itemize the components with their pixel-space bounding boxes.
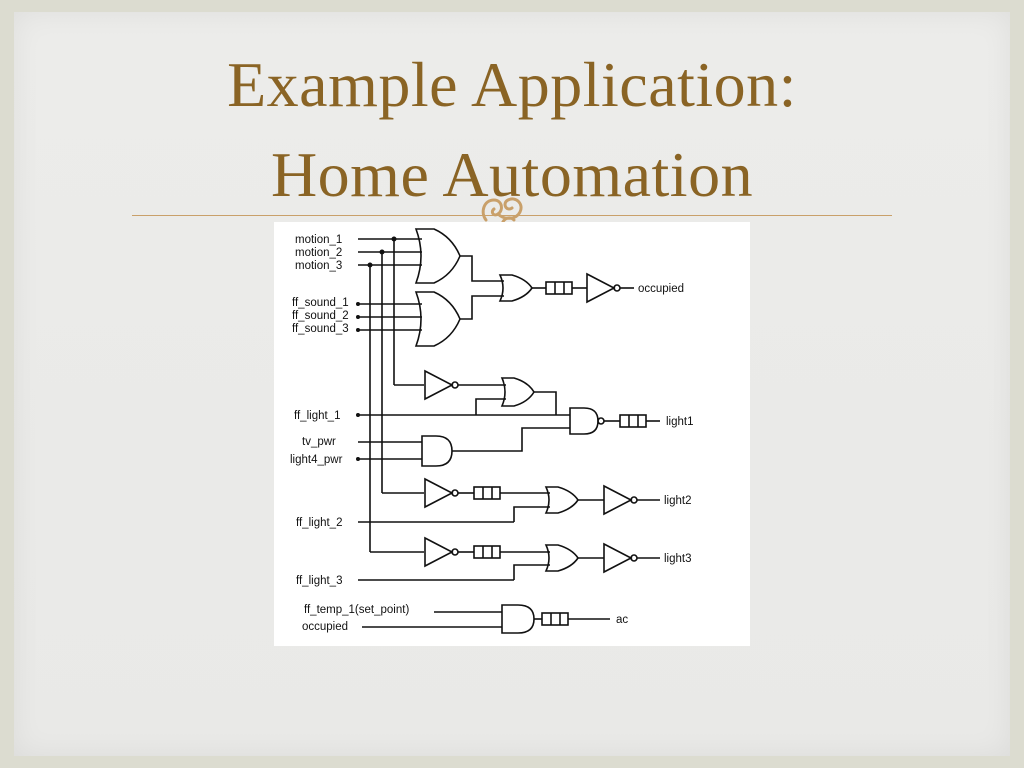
- label-light4-pwr: light4_pwr: [290, 454, 343, 466]
- title-divider: [132, 215, 892, 216]
- label-ff-light-2: ff_light_2: [296, 517, 342, 529]
- logic-circuit-diagram: motion_1 motion_2 motion_3 ff_sound_1 ff…: [274, 222, 750, 646]
- label-motion-1: motion_1: [295, 234, 342, 246]
- label-occupied-out: occupied: [638, 283, 684, 295]
- label-ff-temp-1: ff_temp_1(set_point): [304, 604, 409, 616]
- label-tv-pwr: tv_pwr: [302, 436, 336, 448]
- label-motion-3: motion_3: [295, 260, 342, 272]
- label-ff-sound-2: ff_sound_2: [292, 310, 349, 322]
- title-line-1: Example Application:: [227, 49, 797, 120]
- label-ff-light-3: ff_light_3: [296, 575, 342, 587]
- label-ff-sound-3: ff_sound_3: [292, 323, 349, 335]
- label-light1: light1: [666, 416, 694, 428]
- label-occupied-in: occupied: [302, 621, 348, 633]
- label-light3: light3: [664, 553, 692, 565]
- label-motion-2: motion_2: [295, 247, 342, 259]
- label-light2: light2: [664, 495, 692, 507]
- label-ff-light-1: ff_light_1: [294, 410, 340, 422]
- label-ac: ac: [616, 614, 628, 626]
- label-ff-sound-1: ff_sound_1: [292, 297, 349, 309]
- slide-title: Example Application: Home Automation: [0, 40, 1024, 220]
